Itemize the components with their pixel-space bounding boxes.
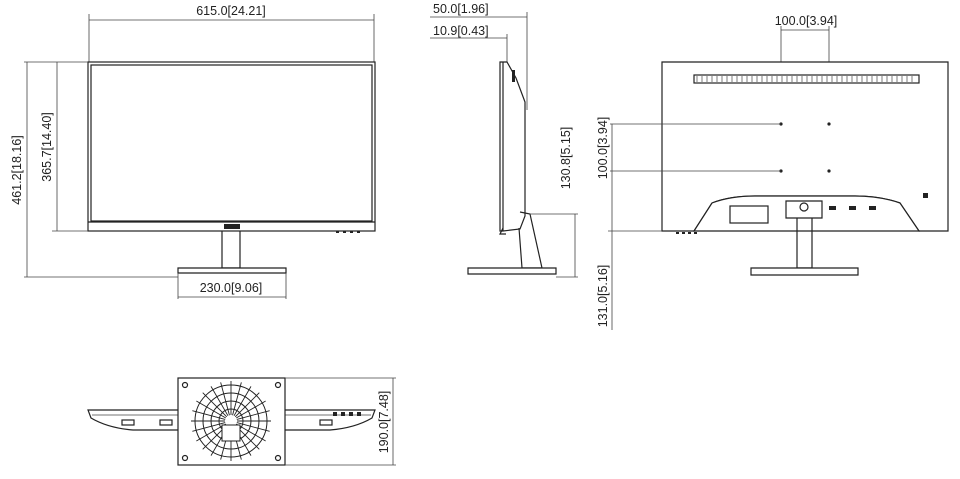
front-width-label: 615.0[24.21]	[196, 4, 266, 18]
bottom-depth-dimension: 190.0[7.48]	[285, 377, 396, 466]
bottom-buttons	[333, 412, 361, 416]
side-port	[512, 70, 515, 82]
rear-bottom-buttons	[676, 232, 697, 234]
front-stand-base	[177, 267, 287, 274]
rear-stand-base	[750, 267, 859, 276]
rear-low-label: 131.0[5.16]	[596, 265, 610, 328]
front-screen	[90, 64, 373, 222]
front-total-height-dimension: 461.2[18.16]	[10, 61, 178, 278]
side-panel-profile	[499, 61, 526, 232]
bottom-view: 190.0[7.48]	[87, 377, 396, 466]
rear-low-dimension: 131.0[5.16]	[596, 171, 662, 330]
bottom-stand-base	[177, 377, 286, 466]
side-panel-dimension: 10.9[0.43]	[430, 24, 508, 62]
bottom-details	[121, 419, 333, 426]
front-base-label: 230.0[9.06]	[200, 281, 263, 295]
rear-vesa-vertical-dimension: 100.0[3.94]	[596, 117, 781, 180]
bottom-base-pattern	[191, 381, 271, 461]
rear-lock-hole	[799, 202, 809, 212]
front-width-dimension: 615.0[24.21]	[88, 4, 375, 62]
front-base-dimension: 230.0[9.06]	[177, 273, 287, 299]
side-stand-height-dimension: 130.8[5.15]	[530, 127, 578, 278]
front-buttons	[336, 231, 360, 233]
rear-ports	[829, 193, 928, 210]
front-logo	[224, 224, 240, 229]
side-panel-label: 10.9[0.43]	[433, 24, 489, 38]
side-stand-base	[467, 267, 557, 275]
side-depth-label: 50.0[1.96]	[433, 2, 489, 16]
rear-view: 100.0[3.94]	[596, 14, 949, 330]
front-view: 615.0[24.21] 461.2[18.16] 365.7[14.40]	[10, 4, 376, 299]
rear-stand-mount	[785, 200, 823, 219]
bottom-base-corner-holes	[181, 381, 282, 462]
rear-vesa-horizontal-label: 100.0[3.94]	[775, 14, 838, 28]
side-view: 50.0[1.96] 10.9[0.43] 130.8[5.15]	[430, 2, 578, 278]
front-stand-neck	[221, 231, 241, 269]
front-bezel	[87, 61, 376, 232]
bottom-depth-label: 190.0[7.48]	[377, 391, 391, 454]
front-total-height-label: 461.2[18.16]	[10, 135, 24, 205]
rear-vent-slots	[696, 76, 913, 82]
rear-label	[729, 205, 769, 224]
side-stand-height-label: 130.8[5.15]	[559, 127, 573, 190]
front-screen-height-label: 365.7[14.40]	[40, 112, 54, 182]
front-screen-height-dimension: 365.7[14.40]	[40, 62, 88, 232]
side-depth-dimension: 50.0[1.96]	[430, 2, 528, 110]
rear-vesa-vertical-label: 100.0[3.94]	[596, 117, 610, 180]
rear-vent	[693, 74, 920, 84]
